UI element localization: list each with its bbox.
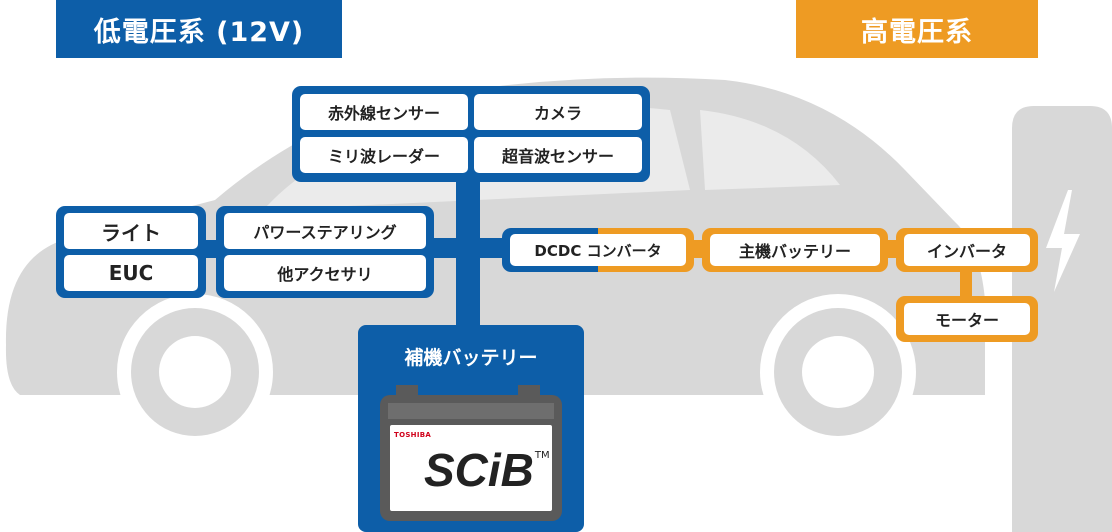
camera-label: カメラ: [533, 104, 582, 123]
connector-accessories-to-bus: [432, 238, 504, 258]
main-battery-label: 主機バッテリー: [738, 242, 851, 261]
euc-label: EUC: [108, 261, 154, 285]
toshiba-logo: TOSHIBA: [394, 431, 432, 439]
battery-label-area: [390, 425, 552, 511]
scib-trademark: TM: [534, 450, 550, 461]
aux-battery-panel: 補機バッテリー TOSHIBA SCiB TM: [358, 325, 584, 532]
dcdc-converter-label: DCDC コンバータ: [534, 241, 662, 260]
inverter-box: インバータ: [904, 234, 1030, 266]
infrared-sensor-label: 赤外線センサー: [327, 104, 440, 123]
euc-box: EUC: [64, 255, 198, 291]
low-voltage-header-label: 低電圧系 (12V): [93, 16, 305, 48]
light-box: ライト: [64, 213, 198, 249]
other-accessories-box: 他アクセサリ: [224, 255, 426, 291]
power-steering-label: パワーステアリング: [253, 223, 397, 242]
ultrasonic-sensor-box: 超音波センサー: [474, 137, 642, 173]
charger-body: [1012, 106, 1112, 532]
millimeter-radar-label: ミリ波レーダー: [327, 147, 440, 166]
main-battery-box: 主機バッテリー: [710, 234, 880, 266]
connector-inverter-to-motor: [960, 272, 972, 298]
battery-top-band: [388, 403, 554, 419]
motor-box: モーター: [904, 303, 1030, 335]
high-voltage-header: 高電圧系: [796, 0, 1038, 58]
motor-label: モーター: [934, 311, 999, 330]
high-voltage-header-label: 高電圧系: [861, 16, 973, 48]
battery-icon: [380, 385, 562, 521]
ultrasonic-sensor-label: 超音波センサー: [501, 147, 614, 166]
aux-battery-title: 補機バッテリー: [404, 347, 538, 369]
other-accessories-label: 他アクセサリ: [277, 265, 373, 284]
light-label: ライト: [101, 220, 161, 245]
rear-wheel-hub: [802, 336, 874, 408]
front-wheel-hub: [159, 336, 231, 408]
power-steering-box: パワーステアリング: [224, 213, 426, 249]
inverter-label: インバータ: [926, 242, 1007, 261]
car-window-rear: [700, 110, 840, 190]
lightning-bolt: [1046, 190, 1080, 292]
scib-brand-text: SCiB: [424, 444, 534, 496]
scib-logo: SCiB TM: [424, 447, 550, 493]
infrared-sensor-box: 赤外線センサー: [300, 94, 468, 130]
connector-lighting-to-accessories: [206, 240, 218, 258]
millimeter-radar-box: ミリ波レーダー: [300, 137, 468, 173]
dcdc-converter-box: DCDC コンバータ: [510, 234, 686, 266]
low-voltage-header: 低電圧系 (12V): [56, 0, 342, 58]
camera-box: カメラ: [474, 94, 642, 130]
